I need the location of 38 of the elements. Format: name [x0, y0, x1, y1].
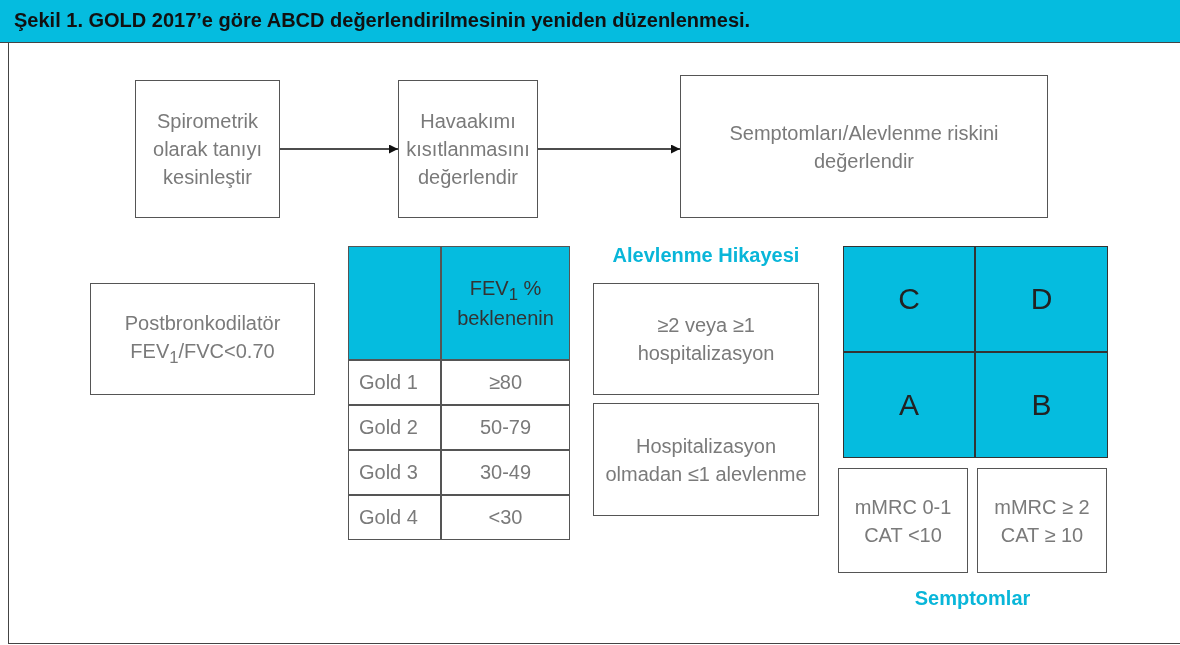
table-cell: ≥80 — [441, 360, 570, 405]
section-heading: Alevlenme Hikayesi — [611, 244, 801, 268]
category-quadrant — [843, 246, 975, 352]
table-cell: Gold 3 — [348, 450, 441, 495]
arrow — [537, 144, 681, 154]
category-quadrant — [975, 352, 1108, 458]
category-quadrant — [843, 352, 975, 458]
box-text: Hospitalizasyon olmadan ≤1 alevlenme — [604, 433, 808, 487]
process-box — [135, 80, 280, 218]
box-text: Spirometrik olarak tanıyı kesinleştir — [152, 109, 263, 190]
table-cell: <30 — [441, 495, 570, 540]
process-box — [977, 468, 1107, 573]
section-heading: Semptomlar — [913, 587, 1032, 611]
title: Şekil 1. GOLD 2017’e göre ABCD değerlendirilmesinin yeniden düzenlenmesi. — [14, 9, 751, 32]
table-cell: 50-79 — [441, 405, 570, 450]
arrow — [279, 144, 399, 154]
table-cell: Gold 2 — [348, 405, 441, 450]
quadrant-letter: A — [898, 387, 920, 423]
process-box — [593, 283, 819, 395]
table-cell: 30-49 — [441, 450, 570, 495]
table-cell: FEV$_{1}$ % beklenenin — [441, 246, 570, 360]
table-cell: Gold 4 — [348, 495, 441, 540]
quadrant-letter: B — [1030, 387, 1053, 423]
box-text: Semptomları/Alevlenme riskini değerlendir — [728, 120, 1000, 174]
box-text: mMRC ≥ 2 CAT ≥ 10 — [993, 494, 1091, 548]
quadrant-letter: D — [1029, 281, 1054, 317]
category-quadrant — [975, 246, 1108, 352]
box-text: Havaakımı kısıtlanmasını değerlendir — [405, 109, 531, 190]
process-box — [593, 403, 819, 516]
process-box — [398, 80, 538, 218]
process-box — [680, 75, 1048, 218]
box-text: mMRC 0-1 CAT <10 — [853, 494, 953, 548]
process-box — [90, 283, 315, 395]
box-text: Postbronkodilatör FEV$_{1}$/FVC<0.70 — [123, 310, 282, 369]
process-box — [838, 468, 968, 573]
quadrant-letter: C — [897, 281, 921, 317]
box-text: ≥2 veya ≥1 hospitalizasyon — [636, 313, 776, 366]
table-cell: Gold 1 — [348, 360, 441, 405]
